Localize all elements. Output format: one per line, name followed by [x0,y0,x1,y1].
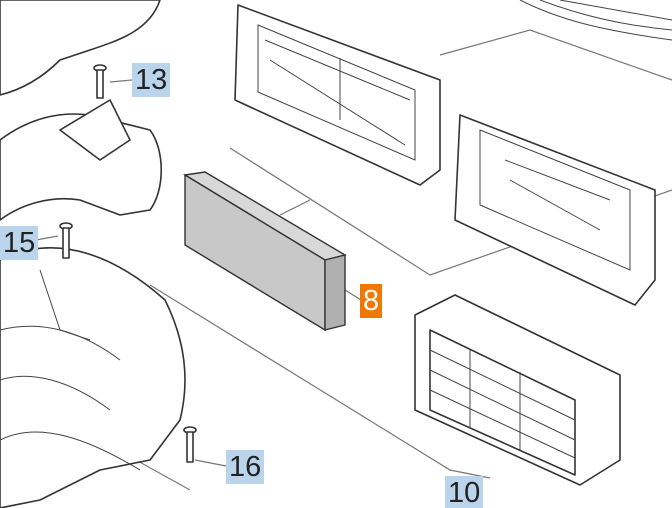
screw-13 [93,64,107,99]
mower-housing [0,0,186,508]
screw-16 [183,426,197,463]
air-filter-8 [182,171,347,332]
callout-15[interactable]: 15 [0,226,39,260]
callout-16[interactable]: 16 [226,450,265,484]
filter-cartridge-10 [414,294,621,486]
screw-15 [59,222,73,259]
callout-8[interactable]: 8 [360,284,383,318]
filter-frame-top [234,4,441,186]
filter-frame-right [454,114,656,306]
callout-13[interactable]: 13 [132,63,171,97]
cable-bundle [519,0,672,41]
callout-10[interactable]: 10 [445,476,484,508]
